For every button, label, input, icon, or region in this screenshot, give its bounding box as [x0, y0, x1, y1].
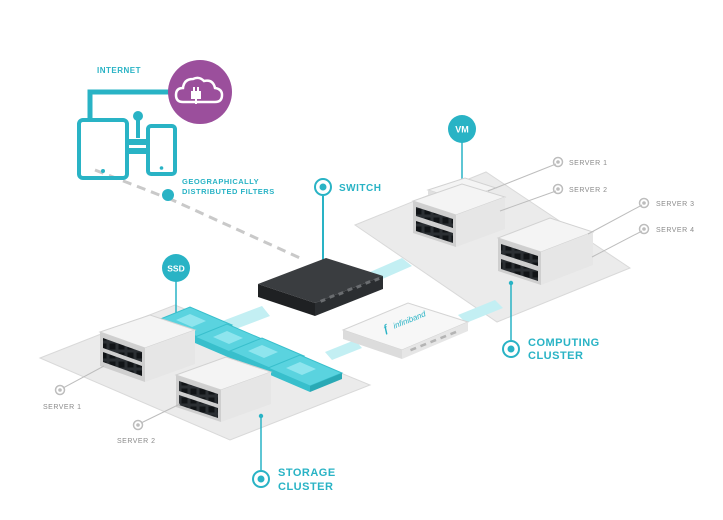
storage-server-callouts: SERVER 1 SERVER 2: [43, 365, 181, 445]
computing-cluster-line1: COMPUTING: [528, 337, 600, 349]
ssd-label: SSD: [167, 264, 184, 274]
switch-group: SWITCH: [258, 178, 383, 316]
filters-dashed-branch: [94, 168, 163, 198]
storage-server-1: [98, 314, 197, 382]
ssd-bubble: SSD: [162, 254, 190, 315]
storage-cluster-label: STORAGE CLUSTER: [252, 413, 336, 493]
filters-node: [162, 189, 174, 201]
computing-server-1-label: SERVER 1: [569, 160, 608, 167]
storage-cluster-line2: CLUSTER: [278, 481, 333, 493]
internet-group: INTERNET GEOGRAPHICALLY DISTRIBUTED FILT…: [77, 60, 275, 201]
computing-server-stack-b: [496, 217, 595, 285]
computing-cluster-label: COMPUTING CLUSTER: [502, 280, 600, 362]
storage-server-2: [174, 356, 273, 422]
ssd-drive: [266, 354, 344, 392]
switch-label: SWITCH: [339, 183, 381, 194]
phone-icon: [146, 124, 177, 176]
link-switch-computing: [370, 258, 412, 280]
storage-server-1-label: SERVER 1: [43, 404, 82, 411]
vm-label: VM: [455, 125, 469, 135]
computing-server-3-label: SERVER 3: [656, 201, 695, 208]
filters-label-line2: DISTRIBUTED FILTERS: [182, 187, 275, 196]
switch-device: [258, 258, 383, 316]
internet-label: INTERNET: [97, 66, 141, 75]
link-infiniband-computing: [458, 300, 503, 323]
ssd-drives: [156, 306, 344, 392]
filters-dashed-link: [167, 196, 301, 260]
infiniband-switch: f infiniband: [341, 302, 470, 359]
computing-server-callouts: SERVER 1 SERVER 2 SERVER 3 SERVER 4: [487, 156, 695, 258]
computing-server-stack-a: [411, 177, 507, 247]
computing-server-2-label: SERVER 2: [569, 187, 608, 194]
link-infiniband-storage: [325, 340, 362, 360]
internet-node: [133, 111, 143, 121]
filters-label-line1: GEOGRAPHICALLY: [182, 177, 259, 186]
storage-cluster-line1: STORAGE: [278, 467, 336, 479]
connector-block-icon: [127, 139, 147, 145]
storage-server-2-label: SERVER 2: [117, 438, 156, 445]
internet-connector-line: [87, 89, 190, 120]
cloud-plug-icon: [168, 60, 232, 124]
infiniband-logo-mark: f: [382, 322, 391, 335]
computing-server-4-label: SERVER 4: [656, 227, 695, 234]
computing-cluster-line2: CLUSTER: [528, 350, 583, 362]
